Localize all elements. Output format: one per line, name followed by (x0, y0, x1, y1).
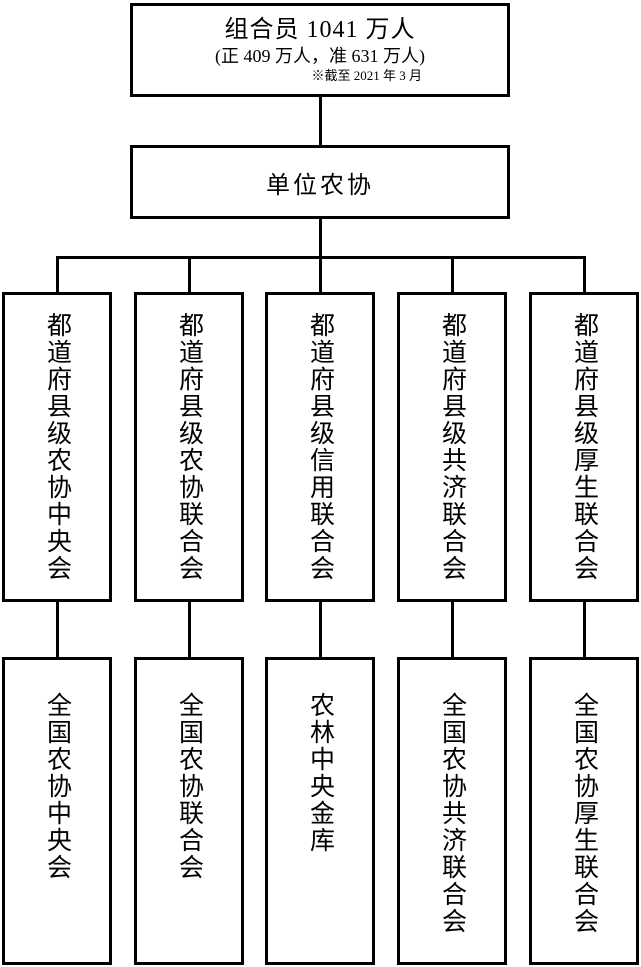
membership-total: 组合员 1041 万人 (224, 17, 416, 43)
national-box-3: 农林中央金库 (265, 657, 375, 965)
connector-drop-5 (582, 256, 586, 293)
prefectural-box-4: 都道府县级共济联合会 (397, 292, 507, 602)
membership-note: ※截至 2021 年 3 月 (311, 68, 422, 83)
prefectural-label-5: 都道府县级厚生联合会 (570, 312, 598, 582)
national-box-2: 全国农协联合会 (134, 657, 244, 965)
connector-link-1 (55, 600, 59, 658)
connector-drop-1 (55, 256, 59, 293)
national-box-4: 全国农协共济联合会 (397, 657, 507, 965)
prefectural-box-1: 都道府县级农协中央会 (2, 292, 112, 602)
connector-drop-4 (450, 256, 454, 293)
membership-breakdown: (正 409 万人，准 631 万人) (215, 46, 425, 66)
connector-link-4 (450, 600, 454, 658)
national-box-1: 全国农协中央会 (2, 657, 112, 965)
membership-box: 组合员 1041 万人 (正 409 万人，准 631 万人) ※截至 2021… (130, 3, 510, 97)
connector-link-5 (582, 600, 586, 658)
connector-drop-3 (318, 256, 322, 293)
prefectural-box-2: 都道府县级农协联合会 (134, 292, 244, 602)
prefectural-label-1: 都道府县级农协中央会 (43, 312, 71, 582)
connector-line-top (318, 97, 322, 145)
national-label-2: 全国农协联合会 (175, 692, 203, 881)
connector-drop-2 (187, 256, 191, 293)
prefectural-box-5: 都道府县级厚生联合会 (529, 292, 639, 602)
connector-link-2 (187, 600, 191, 658)
connector-link-3 (318, 600, 322, 658)
prefectural-label-3: 都道府县级信用联合会 (306, 312, 334, 582)
national-label-3: 农林中央金库 (306, 692, 334, 854)
national-label-4: 全国农协共济联合会 (438, 692, 466, 935)
unit-coop-box: 单位农协 (130, 145, 510, 219)
national-label-1: 全国农协中央会 (43, 692, 71, 881)
prefectural-label-2: 都道府县级农协联合会 (175, 312, 203, 582)
connector-line-mid (318, 219, 322, 259)
prefectural-box-3: 都道府县级信用联合会 (265, 292, 375, 602)
national-box-5: 全国农协厚生联合会 (529, 657, 639, 965)
national-label-5: 全国农协厚生联合会 (570, 692, 598, 935)
prefectural-label-4: 都道府县级共济联合会 (438, 312, 466, 582)
